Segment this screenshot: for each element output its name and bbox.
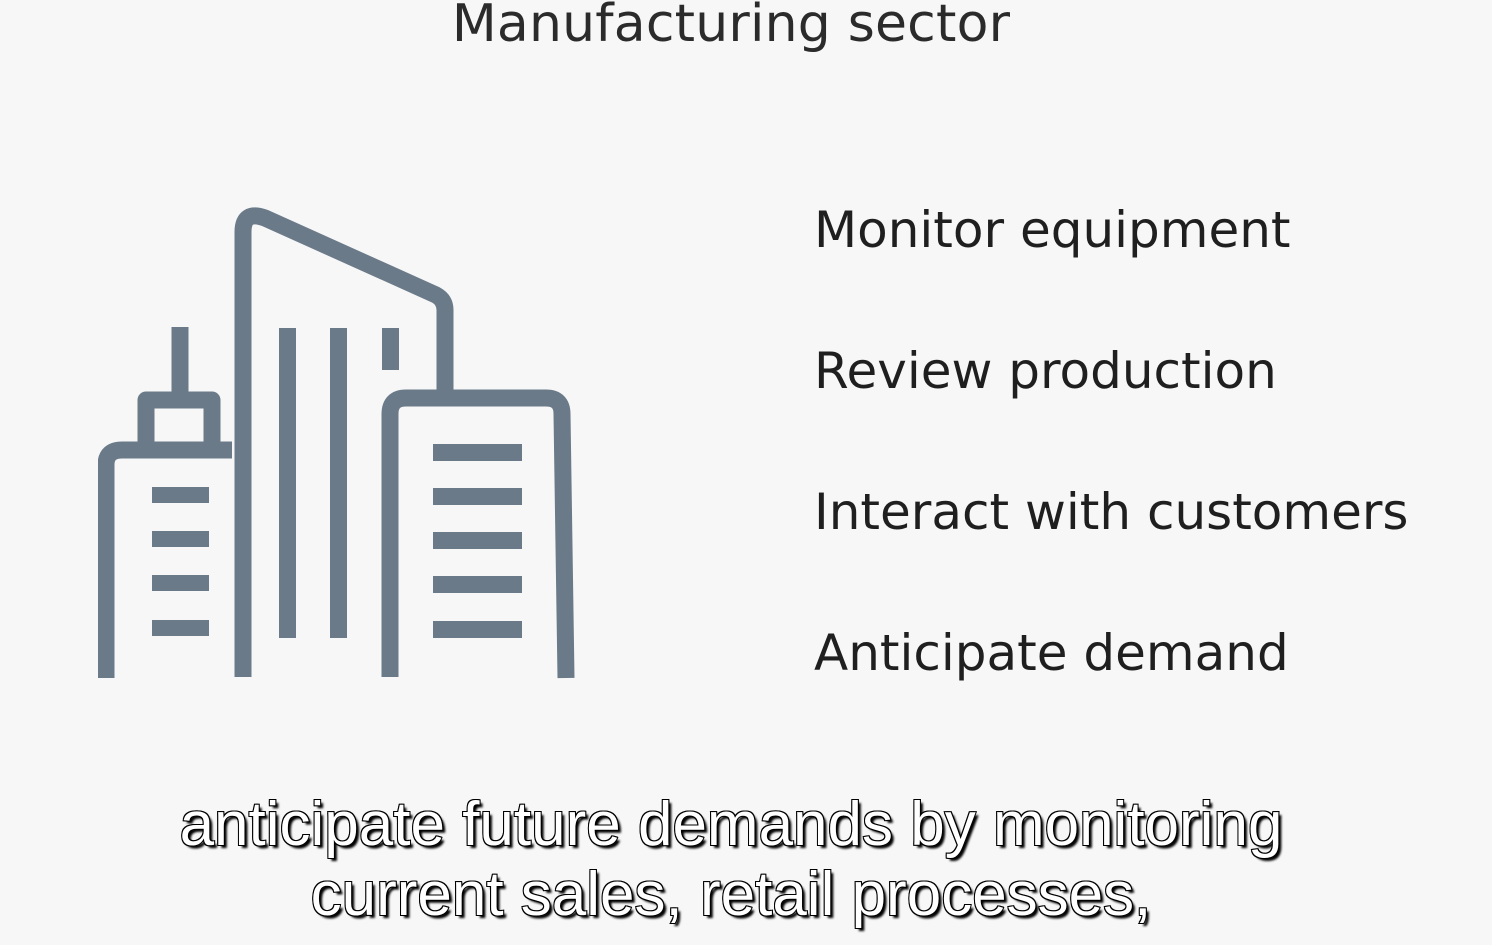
video-caption: anticipate future demands by monitoring … bbox=[0, 789, 1462, 930]
bullet-interact-customers: Interact with customers bbox=[814, 483, 1409, 541]
bullet-review-production: Review production bbox=[814, 342, 1277, 400]
window-stripes bbox=[152, 328, 522, 638]
city-buildings-icon bbox=[98, 207, 575, 679]
left-building bbox=[98, 441, 232, 678]
slide-title: Manufacturing sector bbox=[451, 0, 1011, 54]
bullet-monitor-equipment: Monitor equipment bbox=[814, 201, 1291, 259]
bullet-anticipate-demand: Anticipate demand bbox=[814, 624, 1289, 682]
right-building bbox=[381, 389, 575, 679]
center-building bbox=[234, 207, 454, 677]
caption-line-2: current sales, retail processes, bbox=[310, 859, 1153, 930]
bullet-list: Monitor equipment Review production Inte… bbox=[814, 197, 1408, 761]
caption-line-1: anticipate future demands by monitoring bbox=[179, 789, 1284, 860]
